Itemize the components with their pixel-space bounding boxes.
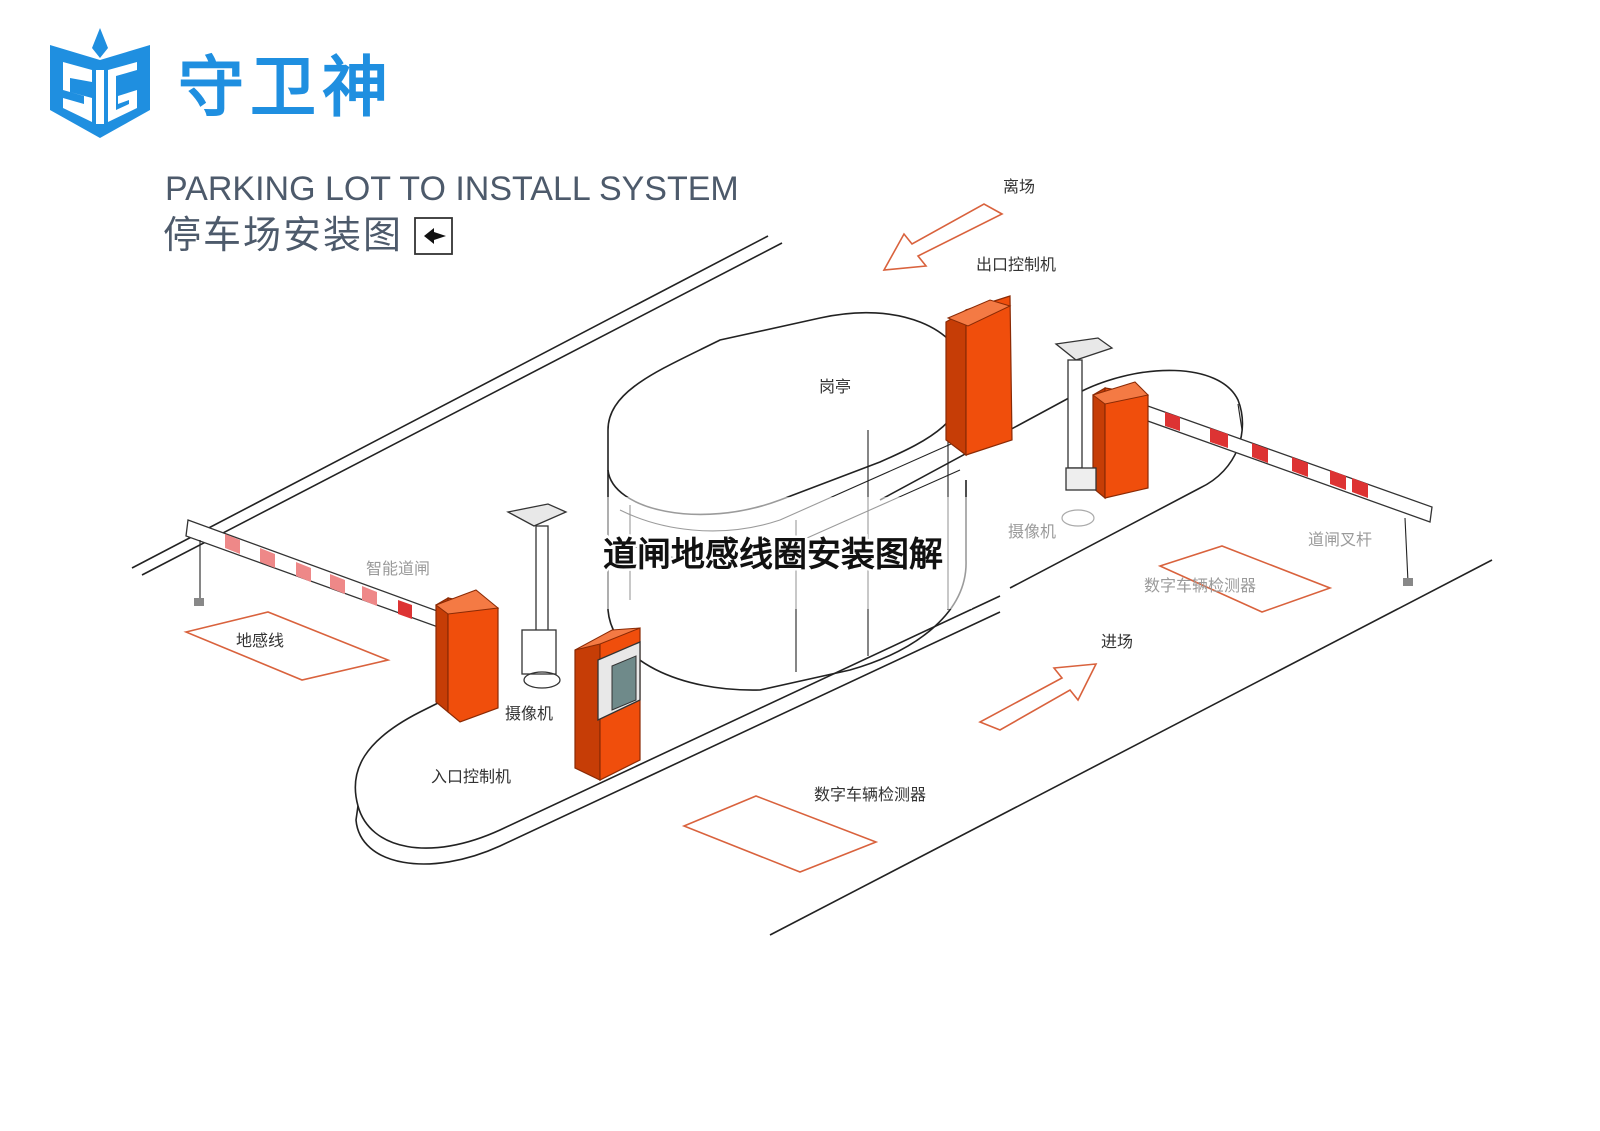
- ground-loop-left: [183, 611, 391, 681]
- label-entry-controller: 入口控制机: [431, 767, 511, 786]
- exit-controller: [945, 295, 1013, 457]
- ground-loop-right: [1157, 545, 1333, 613]
- barrier-arm-left: [185, 519, 441, 628]
- play-arrow-box-icon: [414, 217, 453, 255]
- barrier-arm-right: [1144, 404, 1433, 586]
- label-exit-direction: 离场: [1003, 177, 1035, 196]
- label-camera-left: 摄像机: [505, 704, 553, 723]
- title-chinese: 停车场安装图: [163, 213, 403, 257]
- ground-loops: [183, 545, 1333, 873]
- label-ground-loop: 地感线: [236, 631, 284, 650]
- camera-left: [506, 503, 568, 689]
- overlay-title: 道闸地感线圈安装图解: [603, 535, 943, 575]
- label-detector-bottom: 数字车辆检测器: [814, 785, 926, 804]
- island-right: [879, 369, 1244, 589]
- label-barrier-arm: 道闸叉杆: [1308, 530, 1372, 549]
- entry-controller: [574, 627, 641, 781]
- label-smart-gate: 智能道闸: [366, 559, 430, 578]
- barrier-cabinet-left: [434, 589, 500, 723]
- ground-loop-bottom: [681, 795, 879, 873]
- title-english: PARKING LOT TO INSTALL SYSTEM: [165, 170, 739, 208]
- exit-arrow: [882, 203, 1004, 271]
- label-exit-controller: 出口控制机: [976, 255, 1056, 274]
- barrier-cabinet-right: [1091, 381, 1150, 500]
- label-booth: 岗亭: [819, 377, 851, 396]
- label-detector-right: 数字车辆检测器: [1144, 576, 1256, 595]
- label-camera-right: 摄像机: [1008, 522, 1056, 541]
- road-edges: [131, 235, 1493, 936]
- camera-right: [1054, 337, 1114, 527]
- entry-arrow: [978, 663, 1098, 731]
- brand-name: 守卫神: [178, 49, 394, 126]
- label-entry-direction: 进场: [1101, 632, 1133, 651]
- overlay-band: [596, 497, 972, 609]
- shield-logo-icon: [50, 28, 150, 138]
- island-left: [354, 595, 1001, 865]
